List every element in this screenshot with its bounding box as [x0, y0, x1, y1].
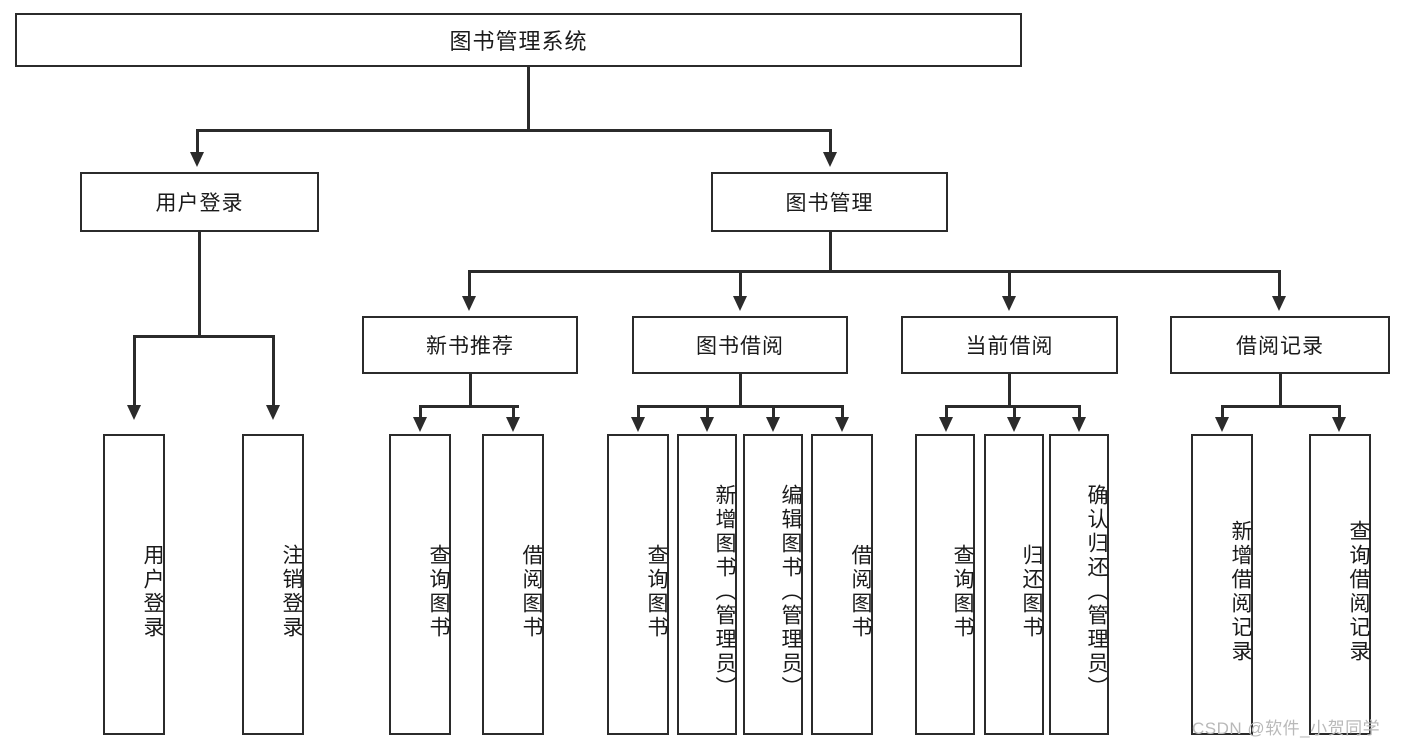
node-current-borrow[interactable]: 当前借阅	[901, 316, 1118, 374]
node-leaf-br-query-record[interactable]: 查询借阅记录	[1309, 434, 1371, 735]
connector-borrow-record-stem	[1279, 374, 1282, 407]
connector-cb-to-query-book	[945, 405, 948, 419]
node-label: 新增借阅记录	[1229, 519, 1252, 664]
connector-new-book-recommend-bar	[419, 405, 519, 408]
connector-bb-to-edit-book	[772, 405, 775, 419]
connector-borrow-record-bar	[1221, 405, 1340, 408]
connector-user-login-stem	[198, 232, 201, 337]
node-new-book-recommend[interactable]: 新书推荐	[362, 316, 578, 374]
node-label: 归还图书	[1020, 543, 1043, 640]
node-label: 用户登录	[155, 192, 244, 215]
node-leaf-cb-confirm-return[interactable]: 确认归还（管理员）	[1049, 434, 1109, 735]
node-leaf-nbr-query-book[interactable]: 查询图书	[389, 434, 451, 735]
node-root-book-management-system[interactable]: 图书管理系统	[15, 13, 1022, 67]
node-leaf-logout[interactable]: 注销登录	[242, 434, 304, 735]
arrowhead-bb-query-book	[631, 417, 645, 432]
node-leaf-cb-query-book[interactable]: 查询图书	[915, 434, 975, 735]
node-leaf-user-login[interactable]: 用户登录	[103, 434, 165, 735]
connector-root-to-book-management	[829, 129, 832, 154]
connector-root-bar	[196, 129, 832, 132]
node-label: 查询图书	[951, 543, 974, 640]
connector-cb-to-confirm-return	[1078, 405, 1081, 419]
arrowhead-cb-query-book	[939, 417, 953, 432]
connector-bb-to-query-book	[637, 405, 640, 419]
node-leaf-bb-query-book[interactable]: 查询图书	[607, 434, 669, 735]
connector-nbr-to-query-book	[419, 405, 422, 419]
connector-to-current-borrow	[1008, 270, 1011, 298]
node-label: 新书推荐	[426, 335, 514, 358]
node-label: 图书借阅	[696, 335, 784, 358]
connector-to-book-borrow	[739, 270, 742, 298]
node-leaf-nbr-borrow-book[interactable]: 借阅图书	[482, 434, 544, 735]
node-book-management[interactable]: 图书管理	[711, 172, 948, 232]
connector-root-to-user-login	[196, 129, 199, 154]
node-label: 确认归还（管理员）	[1085, 483, 1108, 700]
node-borrow-record[interactable]: 借阅记录	[1170, 316, 1390, 374]
connector-book-management-bar	[468, 270, 1280, 273]
arrowhead-bb-borrow-book	[835, 417, 849, 432]
node-leaf-bb-add-book[interactable]: 新增图书（管理员）	[677, 434, 737, 735]
arrowhead-to-user-login	[190, 152, 204, 167]
node-leaf-bb-edit-book[interactable]: 编辑图书（管理员）	[743, 434, 803, 735]
connector-nbr-to-borrow-book	[512, 405, 515, 419]
connector-to-borrow-record	[1278, 270, 1281, 298]
connector-book-management-stem	[829, 232, 832, 272]
arrowhead-to-current-borrow	[1002, 296, 1016, 311]
arrowhead-br-query-record	[1332, 417, 1346, 432]
connector-book-borrow-stem	[739, 374, 742, 407]
connector-bb-to-borrow-book	[841, 405, 844, 419]
node-label: 查询图书	[645, 543, 668, 640]
node-label: 查询借阅记录	[1347, 519, 1370, 664]
connector-cb-to-return-book	[1013, 405, 1016, 419]
connector-br-to-query-record	[1338, 405, 1341, 419]
arrowhead-to-new-book-recommend	[462, 296, 476, 311]
arrowhead-to-logout-leaf	[266, 405, 280, 420]
arrowhead-bb-add-book	[700, 417, 714, 432]
node-label: 用户登录	[141, 543, 164, 640]
node-label: 图书管理系统	[449, 29, 588, 54]
arrowhead-nbr-query-book	[413, 417, 427, 432]
node-label: 图书管理	[785, 192, 874, 215]
node-user-login[interactable]: 用户登录	[80, 172, 319, 232]
arrowhead-cb-confirm-return	[1072, 417, 1086, 432]
watermark-csdn: CSDN @软件_小贺同学	[1192, 719, 1381, 738]
node-label: 借阅图书	[849, 543, 872, 640]
node-label: 借阅图书	[520, 543, 543, 640]
node-book-borrow[interactable]: 图书借阅	[632, 316, 848, 374]
arrowhead-cb-return-book	[1007, 417, 1021, 432]
node-leaf-br-add-record[interactable]: 新增借阅记录	[1191, 434, 1253, 735]
connector-user-login-to-logout	[272, 335, 275, 407]
connector-user-login-bar	[133, 335, 275, 338]
connector-root-stem	[527, 67, 530, 130]
connector-current-borrow-bar	[945, 405, 1078, 408]
connector-to-new-book-recommend	[468, 270, 471, 298]
connector-current-borrow-stem	[1008, 374, 1011, 407]
node-leaf-cb-return-book[interactable]: 归还图书	[984, 434, 1044, 735]
arrowhead-to-book-management	[823, 152, 837, 167]
node-label: 新增图书（管理员）	[713, 483, 736, 700]
node-label: 查询图书	[427, 543, 450, 640]
connector-book-borrow-bar	[637, 405, 843, 408]
connector-new-book-recommend-stem	[469, 374, 472, 407]
arrowhead-to-book-borrow	[733, 296, 747, 311]
node-label: 编辑图书（管理员）	[779, 483, 802, 700]
arrowhead-bb-edit-book	[766, 417, 780, 432]
node-leaf-bb-borrow-book[interactable]: 借阅图书	[811, 434, 873, 735]
arrowhead-to-borrow-record	[1272, 296, 1286, 311]
node-label: 注销登录	[280, 543, 303, 640]
arrowhead-nbr-borrow-book	[506, 417, 520, 432]
node-label: 当前借阅	[965, 335, 1054, 358]
connector-user-login-to-login	[133, 335, 136, 407]
connector-br-to-add-record	[1221, 405, 1224, 419]
arrowhead-br-add-record	[1215, 417, 1229, 432]
node-label: 借阅记录	[1236, 335, 1324, 358]
connector-bb-to-add-book	[706, 405, 709, 419]
arrowhead-to-login-leaf	[127, 405, 141, 420]
